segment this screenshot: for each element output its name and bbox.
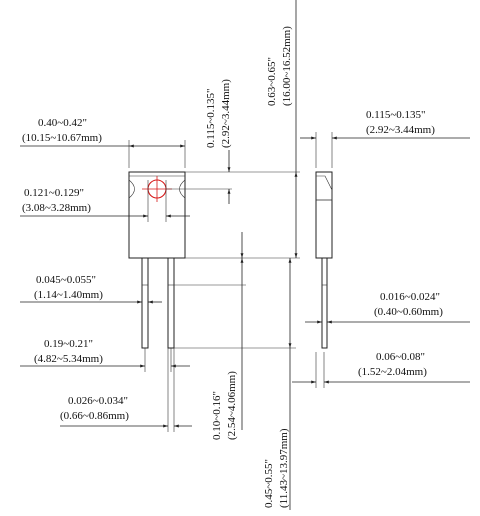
left-notch — [128, 179, 135, 199]
pinw-mm-label: (1.14~1.40mm) — [34, 289, 103, 301]
bodyh-mm-label: (16.00~16.52mm) — [281, 26, 293, 106]
tab-in-label: 0.06~0.08" — [376, 351, 425, 363]
left-lead — [141, 257, 149, 349]
bend-mm-label: (2.54~4.06mm) — [226, 371, 238, 440]
leadl-in-label: 0.45~0.55" — [263, 459, 275, 508]
hole-mm-label: (3.08~3.28mm) — [22, 202, 91, 214]
lead-in-label: 0.026~0.034" — [68, 395, 128, 407]
dim-lead-thickness: 0.016~0.024" (0.40~0.60mm) — [305, 291, 470, 324]
dim-lead-width: 0.026~0.034" (0.66~0.86mm) — [60, 348, 192, 432]
pitch-in-label: 0.19~0.21" — [44, 338, 93, 350]
lead-mm-label: (0.66~0.86mm) — [60, 410, 129, 422]
leadt-in-label: 0.016~0.024" — [380, 291, 440, 303]
bend-in-label: 0.10~0.16" — [211, 391, 223, 440]
dim-hole-position: 0.115~0.135" (2.92~3.44mm) — [205, 79, 232, 204]
dim-hole-diameter: 0.121~0.129" (3.08~3.28mm) — [20, 180, 190, 222]
dim-pin-pitch: 0.19~0.21" (4.82~5.34mm) — [20, 338, 190, 372]
holepos-mm-label: (2.92~3.44mm) — [220, 79, 232, 148]
side-view — [315, 171, 333, 349]
width-in-label: 0.40~0.42" — [38, 117, 87, 129]
pitch-mm-label: (4.82~5.34mm) — [34, 353, 103, 365]
pinw-in-label: 0.045~0.055" — [36, 274, 96, 286]
width-mm-label: (10.15~10.67mm) — [22, 132, 102, 144]
side-lead — [321, 257, 328, 349]
dim-body-height: 0.63~0.65" (16.00~16.52mm) — [266, 0, 298, 258]
dim-lead-length: 0.45~0.55" (11.43~13.97mm) — [263, 258, 292, 510]
dim-tab-offset: 0.06~0.08" (1.52~2.04mm) — [292, 351, 470, 388]
right-lead — [167, 257, 175, 349]
leadt-mm-label: (0.40~0.60mm) — [374, 306, 443, 318]
dim-thickness: 0.115~0.135" (2.92~3.44mm) — [300, 109, 470, 168]
dim-pin-width: 0.045~0.055" (1.14~1.40mm) — [20, 274, 162, 304]
hole-in-label: 0.121~0.129" — [24, 187, 84, 199]
tab-mm-label: (1.52~2.04mm) — [358, 366, 427, 378]
dim-lead-bend: 0.10~0.16" (2.54~4.06mm) — [174, 232, 246, 440]
thick-in-label: 0.115~0.135" — [366, 109, 426, 121]
thick-mm-label: (2.92~3.44mm) — [366, 124, 435, 136]
dim-body-width: 0.40~0.42" (10.15~10.67mm) — [20, 117, 186, 168]
holepos-in-label: 0.115~0.135" — [205, 88, 217, 148]
bodyh-in-label: 0.63~0.65" — [266, 57, 278, 106]
leadl-mm-label: (11.43~13.97mm) — [278, 428, 290, 508]
front-view — [128, 171, 186, 349]
